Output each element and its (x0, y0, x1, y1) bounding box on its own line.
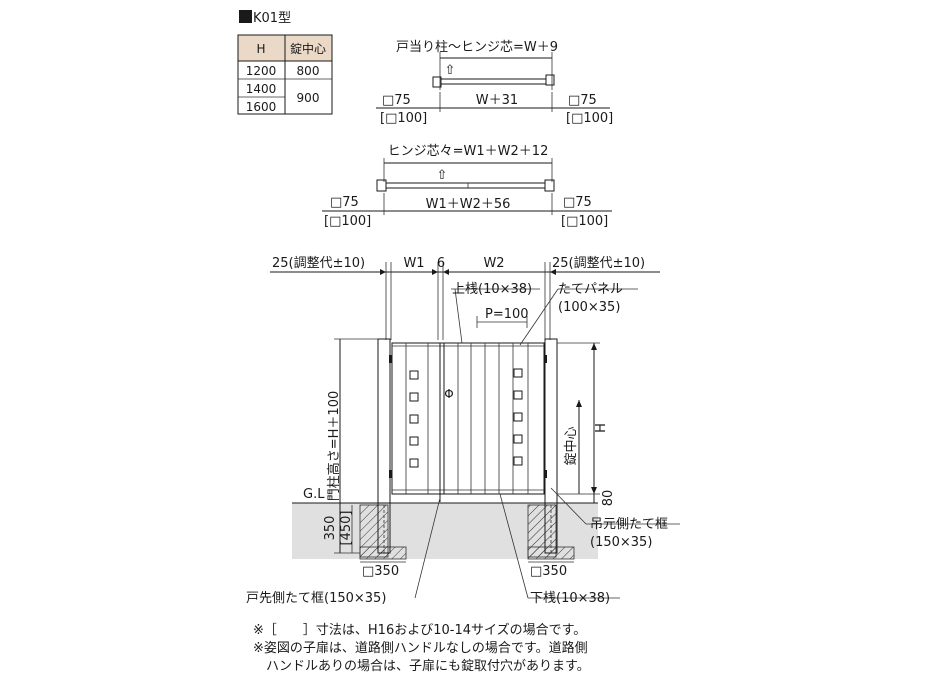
table-header-h: H (256, 42, 265, 56)
plan1-right-post: □75 (568, 93, 597, 108)
table-cell-h-1600: 1600 (246, 100, 277, 114)
elev-w2-dim: W2 (483, 256, 504, 271)
table-header-lock: 錠中心 (290, 41, 326, 56)
model-name: K01型 (253, 11, 291, 26)
elev-panel-size: (100×35) (558, 300, 620, 315)
elev-panel-label: たてパネル (558, 282, 623, 297)
elev-post-height-dim: 門柱高さ=H＋100 (326, 391, 342, 501)
plan1-swing-arrow: ⇧ (445, 63, 456, 78)
elev-h-dim: H (594, 423, 609, 433)
plan2-left-post: □75 (330, 195, 359, 210)
elev-clearance-dim: 80 (601, 490, 616, 507)
plan1-left-post: □75 (382, 93, 411, 108)
plan1-title: 戸当り柱～ヒンジ芯=W＋9 (396, 40, 558, 55)
elev-hinge-frame-label: 吊元側たて框 (590, 517, 668, 532)
plan2-right-post: □75 (563, 195, 592, 210)
elev-left-base-dim: □350 (362, 564, 399, 579)
elev-w1-dim: W1 (403, 256, 424, 271)
plan1-right-post-alt: [□100] (566, 111, 613, 126)
table-cell-lock-900: 900 (297, 91, 320, 105)
plan1-left-post-alt: [□100] (380, 111, 427, 126)
plan1-center-dim: W＋31 (476, 93, 518, 108)
elev-top-right-dim: 25(調整代±10) (552, 256, 645, 271)
elev-depth-dim: 350 (323, 516, 338, 541)
elev-hinge-frame-size: (150×35) (590, 535, 652, 550)
note-2: ※姿図の子扉は、道路側ハンドルなしの場合です。道路側 (253, 641, 588, 656)
plan2-center-dim: W1＋W2＋56 (426, 197, 511, 212)
elev-pitch-label: P=100 (485, 307, 529, 322)
model-marker (239, 10, 252, 23)
elevation-view: 25(調整代±10) W1 6 W2 25(調整代±10) (246, 256, 680, 606)
table-cell-lock-800: 800 (297, 64, 320, 78)
note-3: ハンドルありの場合は、子扉にも錠取付穴があります。 (253, 659, 590, 674)
elev-latch-frame-label: 戸先側たて框(150×35) (246, 591, 386, 606)
plan2-swing-arrow: ⇧ (437, 168, 448, 183)
plan2-title: ヒンジ芯々=W1＋W2＋12 (388, 144, 549, 159)
elev-lock-center-dim: 錠中心 (564, 426, 579, 465)
plan-view-double: ヒンジ芯々=W1＋W2＋12 ⇧ W1＋W2＋56 □75 [□100] □75… (322, 144, 612, 229)
gate-leaves: Φ (389, 342, 547, 502)
elev-depth-alt-dim: [450] (339, 511, 354, 546)
elev-top-left-dim: 25(調整代±10) (272, 256, 365, 271)
lock-table: H 錠中心 1200 800 1400 900 1600 (237, 34, 333, 115)
elev-lower-rail-label: 下桟(10×38) (530, 591, 610, 606)
model-title: K01型 (239, 10, 291, 26)
elev-gl-label: G.L (303, 487, 325, 502)
plan-view-single: 戸当り柱～ヒンジ芯=W＋9 ⇧ W＋31 □75 [□100] □75 [□10… (376, 40, 613, 126)
elev-right-base-dim: □350 (530, 564, 567, 579)
plan2-left-post-alt: [□100] (324, 214, 371, 229)
lock-hole-icon: Φ (444, 387, 453, 401)
table-cell-h-1400: 1400 (246, 82, 277, 96)
elev-gap-dim: 6 (437, 256, 445, 271)
elev-upper-rail-label: 上桟(10×38) (452, 282, 532, 297)
plan2-right-post-alt: [□100] (561, 214, 608, 229)
table-cell-h-1200: 1200 (246, 64, 277, 78)
note-1: ※［ ］寸法は、H16および10-14サイズの場合です。 (253, 623, 587, 638)
